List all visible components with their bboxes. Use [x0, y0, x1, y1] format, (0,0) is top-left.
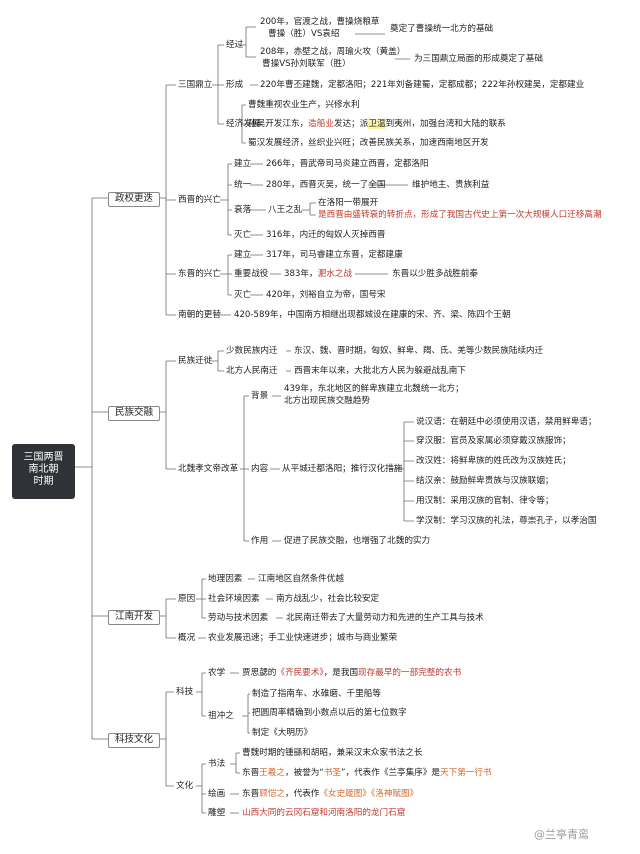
calligraphy-wang: 东晋王羲之，被誉为“书圣”，代表作《兰亭集序》是天下第一行书	[242, 768, 492, 778]
migration-minorities: 少数民族内迁	[226, 346, 278, 356]
migration-north-south-text: 西晋末年以来，大批北方人民为躲避战乱南下	[294, 366, 466, 376]
branch-jiangnan-development: 江南开发	[108, 610, 160, 625]
cause-society-text: 南方战乱少，社会比较安定	[276, 594, 380, 604]
reform-content: 内容	[251, 464, 269, 474]
wj-fall-text: 316年，内迁的匈奴人灭掉西晋	[266, 230, 386, 240]
node-sculpture: 雕塑	[208, 808, 226, 818]
node-painting: 绘画	[208, 789, 226, 799]
wj-unify-result: 维护地主、贵族利益	[412, 180, 490, 190]
reform-item-rites: 学汉制：学习汉族的礼法，尊崇孔子，以孝治国	[416, 516, 597, 526]
overview-text: 农业发展迅速；手工业快速进步；城市与商业繁荣	[208, 633, 398, 643]
ej-establish: 建立	[234, 250, 252, 260]
branch-ethnic-fusion: 民族交融	[108, 406, 160, 421]
reform-item-language: 说汉语：在朝廷中必须使用汉语，禁用鲜卑语；	[416, 417, 597, 427]
node-process: 经过	[226, 40, 244, 50]
ej-battle-result: 东晋以少胜多战胜前秦	[392, 269, 478, 279]
reform-background: 背景	[251, 391, 269, 401]
wj-decline-significance: 是西晋由盛转衰的转折点，形成了我国古代史上第一次大规模人口迁移高潮	[318, 210, 602, 220]
root-line-1: 三国两晋	[23, 452, 64, 463]
node-causes: 原因	[178, 594, 196, 604]
painting-text: 东晋顾恺之，代表作《女史箴图》《洛神赋图》	[242, 789, 419, 799]
calligraphy-wei: 曹魏时期的锺繇和胡昭，兼采汉末众家书法之长	[242, 748, 423, 758]
ej-fall-text: 420年，刘裕自立为帝，国号宋	[266, 290, 386, 300]
chibi-line-2: 曹操VS孙刘联军（胜）	[262, 59, 351, 69]
zu-item-2: 把圆周率精确到小数点以后的第七位数字	[252, 708, 407, 718]
reform-item-marriage: 结汉亲：鼓励鲜卑贵族与汉族联姻；	[416, 476, 554, 486]
wj-unify: 统一	[234, 180, 252, 190]
branch-regime-change: 政权更迭	[108, 192, 160, 207]
guandu-line-1: 200年，官渡之战，曹操烧粮草	[260, 17, 380, 27]
node-eastern-jin: 东晋的兴亡	[178, 269, 221, 279]
guandu-result: 奠定了曹操统一北方的基础	[390, 24, 494, 34]
southern-dynasties-text: 420-589年，中国南方相继出现都城设在建康的宋、齐、梁、陈四个王朝	[234, 310, 511, 320]
root-line-2: 南北朝	[28, 464, 59, 475]
node-formation: 形成	[226, 80, 244, 90]
ej-establish-text: 317年，司马睿建立东晋，定都建康	[266, 250, 403, 260]
node-migration: 民族迁徙	[178, 356, 213, 366]
migration-minorities-text: 东汉、魏、晋时期，匈奴、鲜卑、羯、氐、羌等少数民族陆续内迁	[294, 346, 544, 356]
ej-fall: 灭亡	[234, 290, 252, 300]
reform-item-clothing: 穿汉服：官员及家属必须穿戴汉族服饰；	[416, 436, 571, 446]
node-calligraphy: 书法	[208, 759, 226, 769]
wj-decline-location: 在洛阳一带展开	[318, 198, 379, 208]
wj-establish-text: 266年，晋武帝司马炎建立西晋，定都洛阳	[266, 159, 429, 169]
chibi-line-1: 208年，赤壁之战，周瑜火攻（黄盖）	[260, 47, 406, 57]
node-economy: 经济发展	[226, 119, 261, 129]
wj-eight-princes: 八王之乱	[268, 205, 303, 215]
economy-wei: 曹魏重视农业生产，兴修水利	[248, 100, 360, 110]
background-line-2: 北方出现民族交融趋势	[284, 396, 370, 406]
node-agronomy: 农学	[208, 668, 226, 678]
wj-fall: 灭亡	[234, 230, 252, 240]
reform-item-institutions: 用汉制：采用汉族的官制、律令等；	[416, 496, 554, 506]
formation-text: 220年曹丕建魏，定都洛阳；221年刘备建蜀，定都成都；222年孙权建吴，定都建…	[260, 80, 585, 90]
wj-decline: 衰落	[234, 205, 252, 215]
reform-effect: 作用	[251, 536, 269, 546]
watermark: @兰亭青鸾	[534, 828, 589, 841]
sculpture-text: 山西大同的云冈石窟和河南洛阳的龙门石窟	[242, 808, 406, 818]
cause-labor-text: 北民南迁带去了大量劳动力和先进的生产工具与技术	[286, 613, 484, 623]
economy-wu: 孙吴开发江东，造船业发达；派卫温到夷州，加强台湾和大陆的联系	[248, 119, 506, 129]
zu-item-3: 制定《大明历》	[252, 728, 313, 738]
ej-battle: 重要战役	[234, 269, 269, 279]
wj-establish: 建立	[234, 159, 252, 169]
node-western-jin: 西晋的兴亡	[178, 195, 221, 205]
agronomy-text: 贾思勰的《齐民要术》，是我国现存最早的一部完整的农书	[242, 668, 462, 678]
cause-society: 社会环境因素	[208, 594, 260, 604]
cause-geography: 地理因素	[208, 574, 243, 584]
node-southern-dynasties: 南朝的更替	[178, 310, 221, 320]
ej-battle-text: 383年，淝水之战	[284, 269, 352, 279]
zu-item-1: 制造了指南车、水碓磨、千里船等	[252, 689, 381, 699]
node-technology: 科技	[176, 687, 194, 697]
economy-shu: 蜀汉发展经济，丝织业兴旺；改善民族关系，加速西南地区开发	[248, 138, 489, 148]
wj-unify-text: 280年，西晋灭吴，统一了全国	[266, 180, 386, 190]
node-three-kingdoms: 三国鼎立	[178, 80, 213, 90]
cause-geography-text: 江南地区自然条件优越	[258, 574, 344, 584]
chibi-result: 为三国鼎立局面的形成奠定了基础	[414, 54, 543, 64]
guandu-line-2: 曹操（胜）VS袁绍	[268, 29, 340, 39]
reform-effect-text: 促进了民族交融，也增强了北魏的实力	[284, 536, 431, 546]
background-line-1: 439年，东北地区的鲜卑族建立北魏统一北方；	[284, 384, 464, 394]
node-xiaowen-reform: 北魏孝文帝改革	[178, 464, 239, 474]
branch-science-culture: 科技文化	[108, 733, 160, 748]
reform-item-surname: 改汉姓：将鲜卑族的姓氏改为汉族姓氏；	[416, 456, 571, 466]
node-culture: 文化	[176, 781, 194, 791]
migration-north-south: 北方人民南迁	[226, 366, 278, 376]
cause-labor: 劳动与技术因素	[208, 613, 269, 623]
node-zu-chongzhi: 祖冲之	[208, 711, 234, 721]
reform-content-text: 从平城迁都洛阳；推行汉化措施	[282, 464, 403, 474]
root-topic: 三国两晋 南北朝 时期	[12, 444, 75, 499]
node-overview: 概况	[178, 633, 196, 643]
root-line-3: 时期	[33, 476, 54, 487]
